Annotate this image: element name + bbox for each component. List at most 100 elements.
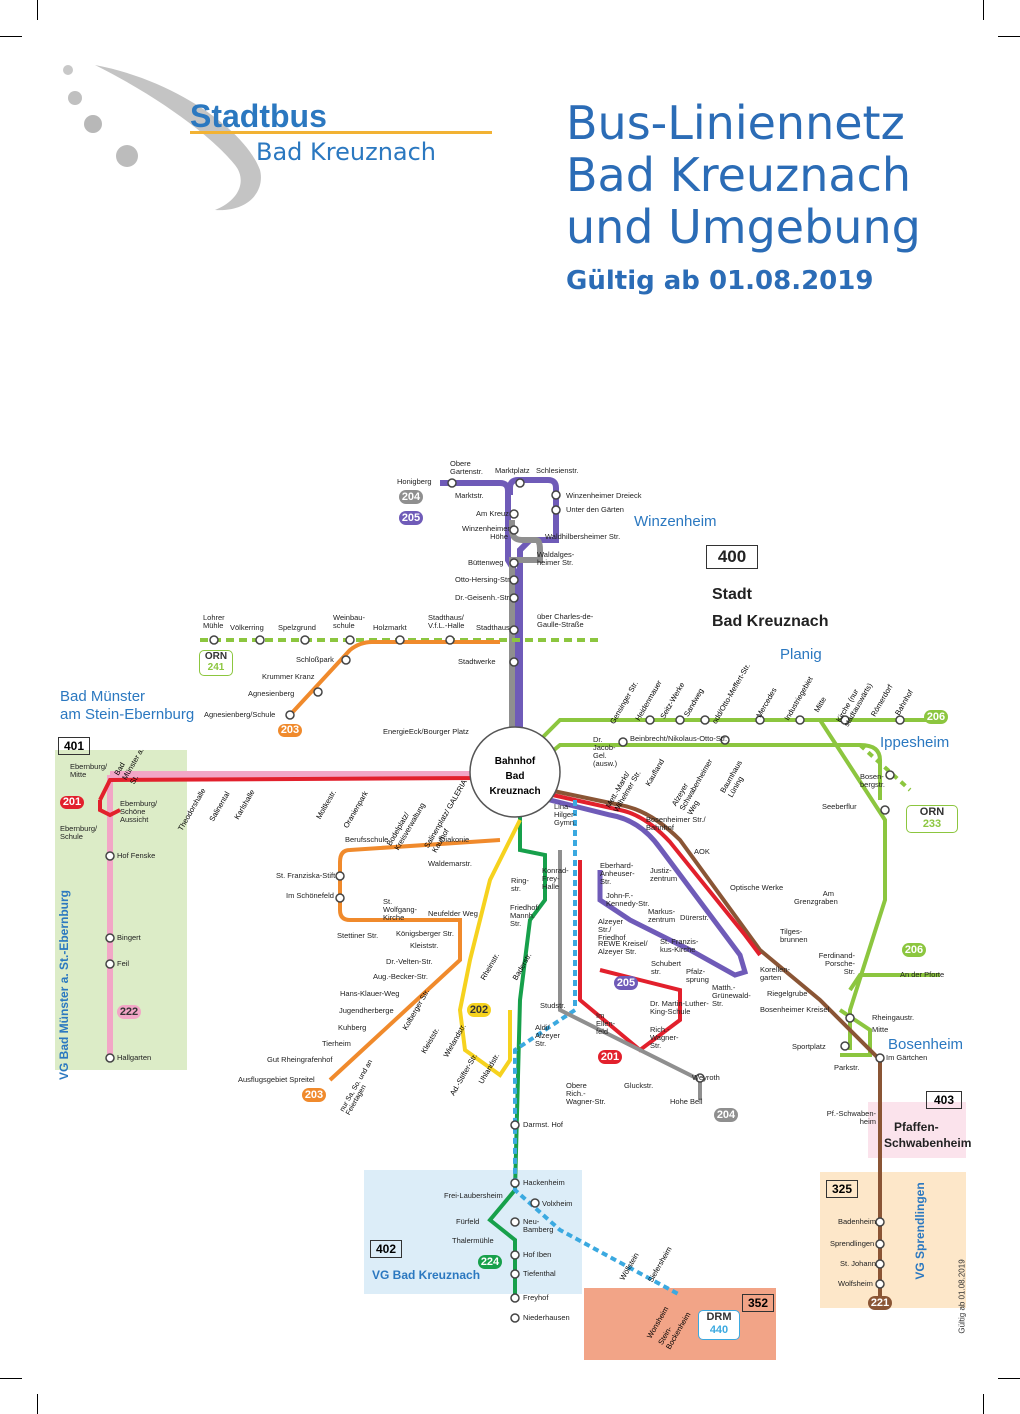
hub-bahnhof — [469, 726, 561, 818]
page-title-line3: und Umgebung — [566, 200, 921, 254]
stop-fuerfeld: Fürfeld — [456, 1217, 480, 1226]
line-202-path — [457, 819, 522, 1078]
page-title-line2: Bad Kreuznach — [566, 148, 912, 202]
stop-aok: AOK — [694, 847, 710, 856]
stop-beinbrecht: Beinbrecht/Nikolaus-Otto-Str. — [630, 734, 728, 743]
area-vg-kh: VG Bad Kreuznach — [372, 1268, 481, 1282]
crop-mark — [37, 1394, 38, 1414]
area-winzenheim: Winzenheim — [634, 513, 717, 530]
stop-klauer: Hans-Klauer-Weg — [340, 989, 400, 998]
stop-justiz: Justiz-zentrum — [650, 866, 678, 883]
area-planig: Planig — [780, 646, 822, 663]
stop-tierheim: Tierheim — [322, 1039, 351, 1048]
line-206-dotted — [858, 743, 912, 792]
stop-markers — [105, 478, 905, 1323]
brand-underline — [190, 131, 492, 134]
stop-lohrer: Lohrer Mühle — [203, 613, 225, 630]
stop-schlesienstr: Schlesienstr. — [536, 466, 579, 475]
footer-date-note: Gültig ab 01.08.2019 — [957, 1259, 967, 1334]
stop-marktstr: Marktstr. — [455, 491, 484, 500]
stop-frei-laubersheim: Frei-Laubersheim — [444, 1191, 503, 1200]
stop-bingert: Bingert — [117, 933, 141, 942]
area-ippesheim: Ippesheim — [880, 734, 950, 751]
brand-subtitle: Bad Kreuznach — [256, 138, 437, 166]
stop-hohe-bell: Hohe Bell — [670, 1097, 703, 1106]
stop-optische: Optische Werke — [730, 883, 784, 892]
line-206-east — [848, 973, 940, 992]
stop-ellenfeld: Im Ellen-feld — [596, 1011, 616, 1036]
badge-203: 203 — [278, 724, 302, 737]
stop-schoenefeld: Im Schönefeld — [286, 891, 334, 900]
stop-waldhilbersheimer: Waldhilbersheimer Str. — [545, 532, 621, 541]
stop-friedhof: Friedhof/ Mannh. Str. — [510, 903, 540, 928]
stop-aldi: Aldi/ Alzeyer Str. — [535, 1023, 561, 1048]
stop-hallgarten: Hallgarten — [117, 1053, 152, 1062]
stop-alzeyer-friedhof: Alzeyer Str./ Friedhof — [598, 917, 626, 942]
stop-franziskus: St. Franzis-kus-Kirche — [660, 937, 699, 954]
line-233-path — [818, 718, 887, 1050]
stop-wolfsheim: Wolfsheim — [838, 1279, 873, 1288]
stop-pfalzsprung: Pfalz-sprung — [686, 967, 709, 984]
stop-voelkerring: Völkerring — [230, 623, 264, 632]
stop-schlosspark: Schloßpark — [296, 655, 334, 664]
badge-401: 401 — [58, 737, 90, 755]
hub-label-2: Bad — [505, 771, 525, 782]
stop-neufelder: Neufelder Weg — [428, 909, 478, 918]
stop-geisenh: Dr.-Geisenh.-Str. — [455, 593, 511, 602]
stadtbus-logo — [63, 65, 261, 211]
drm-440: 440 — [709, 1324, 729, 1336]
stop-obere-gartenstr: Obere Gartenstr. — [450, 459, 483, 476]
stop-darmst-hof: Darmst. Hof — [523, 1120, 564, 1129]
stop-obere-gluck: Obere Rich.-Wagner-Str. — [566, 1081, 606, 1106]
stop-schwabenheim: Pf.-Schwaben-heim — [826, 1109, 876, 1126]
stop-korellen: Korellen-garten — [760, 965, 791, 982]
stop-hof-fenske: Hof Fenske — [117, 851, 156, 860]
stop-bosenberg: Bosen-bergstr. — [860, 772, 886, 789]
stop-ueber-cdg: über Charles-de-Gaulle-Straße — [537, 612, 594, 629]
stop-tilges: Tilges-brunnen — [780, 927, 808, 944]
region-vg-sprendlingen — [820, 1172, 966, 1308]
stop-otto-hersing: Otto-Hersing-Str. — [455, 575, 512, 584]
stop-eb-schoene: Ebernburg/ Schöne Aussicht — [120, 799, 158, 824]
crop-mark — [0, 36, 22, 37]
stop-franziska: St. Franziska-Stift — [276, 871, 336, 880]
line-206-bosen — [838, 1008, 872, 1057]
line-206-path-b — [528, 743, 882, 800]
stop-jugendherberge: Jugendherberge — [339, 1006, 394, 1015]
badge-205b: 205 — [614, 976, 638, 990]
orn-233: 233 — [922, 818, 942, 830]
line-203-south — [328, 838, 501, 1082]
brand-title: Stadtbus — [190, 98, 327, 134]
stop-hackenheim: Hackenheim — [523, 1178, 565, 1187]
badge-drm: DRM 440 — [698, 1310, 740, 1340]
badge-402: 402 — [370, 1240, 402, 1258]
badge-325: 325 — [826, 1180, 858, 1198]
badge-orn-233: ORN 233 — [906, 805, 958, 833]
badge-224: 224 — [478, 1255, 502, 1269]
stop-stadtwerke: Stadtwerke — [458, 657, 496, 666]
stop-weyroth: Weyroth — [692, 1073, 720, 1082]
line-201-loop — [98, 800, 121, 818]
stop-pforte: An der Pforte — [900, 970, 945, 979]
stop-kleiststr: Kleiststr. — [410, 941, 439, 950]
badge-206b: 206 — [902, 943, 926, 957]
stop-sprendlingen: Sprendlingen — [830, 1239, 875, 1248]
stop-holzmarkt: Holzmarkt — [373, 623, 407, 632]
stop-honigberg: Honigberg — [397, 477, 432, 486]
stop-gaertchen: Im Gärtchen — [886, 1053, 928, 1062]
stop-am-kreuz: Am Kreuz — [476, 509, 509, 518]
stop-badenheim: Badenheim — [838, 1217, 876, 1226]
stop-eberhard: Eberhard-Anheuser-Str. — [600, 861, 635, 886]
stop-john-f: John-F.-Kennedy-Str. — [606, 891, 650, 908]
stop-eb-schule: Ebernburg/ Schule — [60, 824, 98, 841]
area-stadt-bk: Bad Kreuznach — [712, 613, 829, 630]
stop-wolfgang: St. Wolfgang-Kirche — [383, 897, 418, 922]
stop-ferdinand: Ferdinand-Porsche-Str. — [818, 951, 855, 976]
badge-352: 352 — [742, 1294, 774, 1312]
stop-gluckstr: Gluckstr. — [624, 1081, 654, 1090]
stop-agnesienberg: Agnesienberg — [248, 689, 295, 698]
stop-rheingrafenhof: Gut Rheingrafenhof — [267, 1055, 333, 1064]
line-205-se — [529, 792, 749, 978]
hub-label-3: Kreuznach — [489, 786, 541, 797]
